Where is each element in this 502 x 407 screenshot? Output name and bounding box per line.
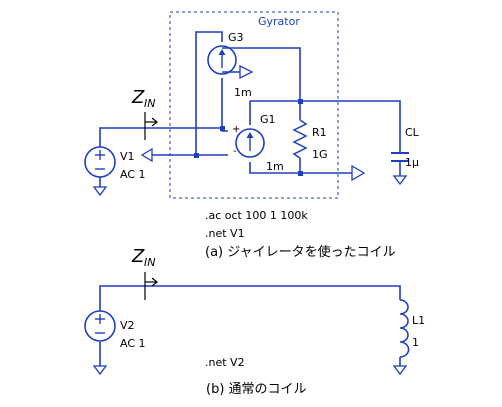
junction-dots [194,99,303,176]
r1-value: 1G [312,148,328,161]
zin-bottom-main: Z [131,246,145,267]
g1-out-ground [351,164,366,182]
zin-bottom-arrow [144,272,158,300]
zin-bottom-sub: IN [144,256,155,269]
l1-ground [392,365,408,376]
v2-source [84,310,116,342]
l1-name: L1 [412,314,425,327]
caption-a: (a) ジャイレータを使ったコイル [205,244,396,260]
gyrator-box [169,11,339,199]
v2-name: V2 [120,319,135,332]
v2-ground [92,365,108,376]
g3-value: 1m [234,86,252,99]
g1-source [235,128,265,158]
v1-value: AC 1 [120,168,146,181]
g1-value: 1m [266,160,284,173]
g3-name: G3 [228,31,244,44]
r1-name: R1 [312,126,327,139]
ac-directive: .ac oct 100 1 100k [205,209,308,222]
r1-resistor [292,119,308,159]
bottom-wires [99,285,401,366]
net-v2-directive: .net V2 [205,356,245,369]
g1-minus-terminal [140,147,153,163]
l1-inductor [399,299,410,358]
g1-name: G1 [260,113,276,126]
cl-ground [392,175,408,186]
cl-value: 1μ [405,156,419,169]
g1-minus-pin: - [233,146,237,157]
g3-source [207,45,237,75]
caption-b: (b) 通常のコイル [206,382,307,397]
v2-value: AC 1 [120,337,146,350]
zin-top-main: Z [131,87,145,108]
zin-top-sub: IN [144,97,155,110]
l1-value: 1 [412,336,419,349]
cl-name: CL [405,126,420,139]
gyrator-label: Gyrator [258,15,300,28]
net-v1-directive: .net V1 [205,227,245,240]
g1-plus-pin: + [232,124,240,135]
g3-ground [239,64,254,80]
v1-source [84,146,116,178]
cl-capacitor [391,152,409,162]
v1-ground [92,186,108,197]
zin-top-arrow [144,112,158,140]
v1-name: V1 [120,150,135,163]
